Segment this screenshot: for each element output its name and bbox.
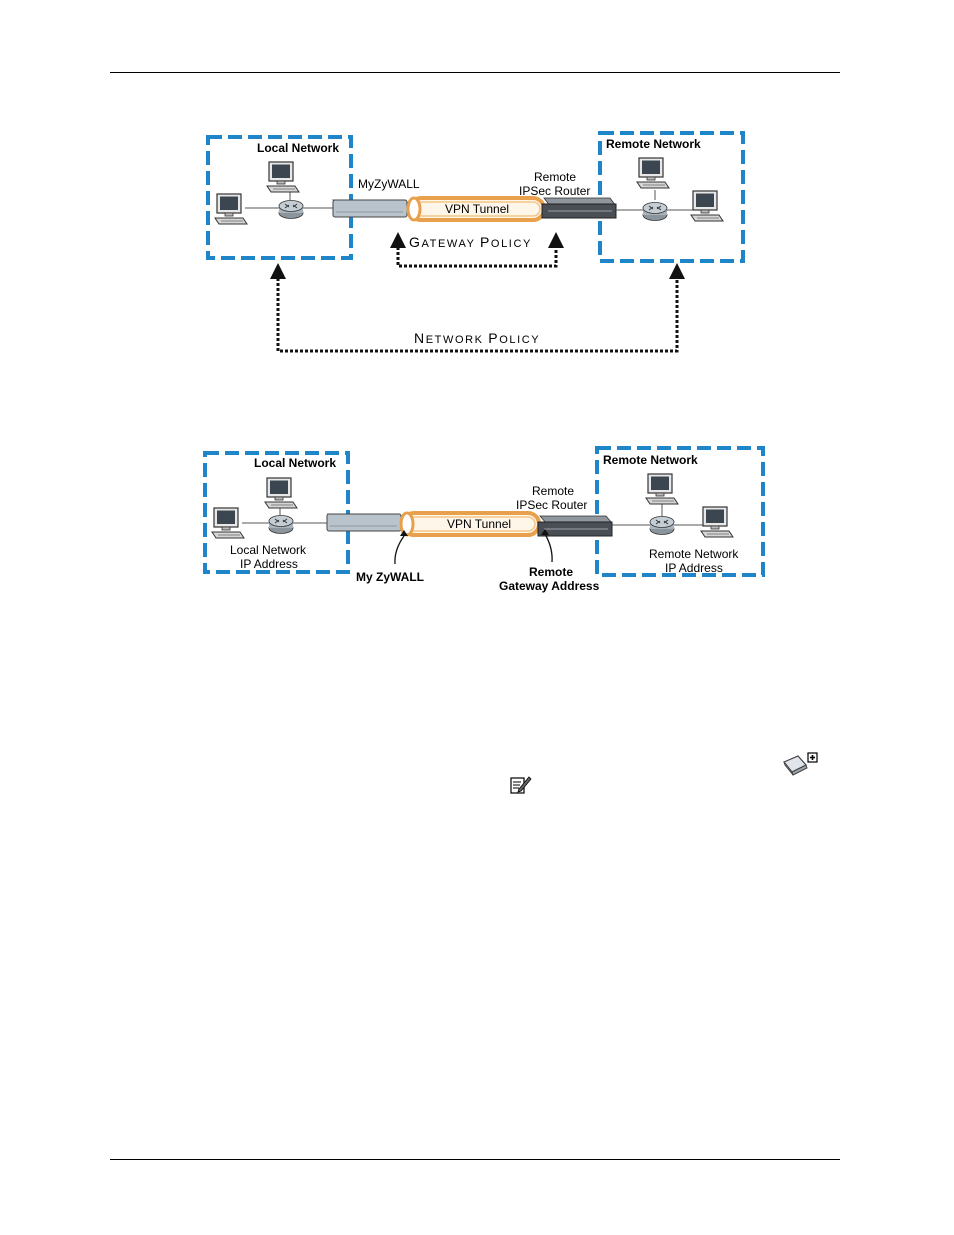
router-hub-icon [643,203,667,221]
my-zywall-label: My ZyWALL [356,570,424,584]
remote-ipsec-router-icon [542,198,616,218]
computer-icon [637,158,669,188]
computer-icon [646,474,678,504]
vpn-tunnel-label: VPN Tunnel [447,517,511,531]
remote-ip-label-line1: Remote Network [649,547,739,561]
local-network-label: Local Network [257,141,339,155]
remote-router-label-line2: IPSec Router [516,498,587,512]
my-zywall-label: MyZyWALL [358,177,420,191]
header-rule [110,72,840,73]
remote-gateway-pointer [545,534,552,562]
zywall-device-icon [327,514,401,531]
remote-gateway-label-line1: Remote [529,565,573,579]
remote-ip-label-line2: IP Address [665,561,723,575]
local-ip-label-line1: Local Network [230,543,307,557]
gateway-network-policy-diagram: Local Network Remote Network MyZyWALL VP… [0,120,954,370]
remote-network-label: Remote Network [603,453,698,467]
vpn-tunnel-label: VPN Tunnel [445,202,509,216]
computer-icon [267,162,299,192]
computer-icon [215,194,247,224]
local-ip-label-line2: IP Address [240,557,298,571]
router-hub-icon [269,516,293,534]
zywall-device-icon [333,200,407,217]
network-policy-label: NETWORK POLICY [414,330,540,346]
local-network-label: Local Network [254,456,336,470]
remote-router-label-line1: Remote [532,484,574,498]
add-gateway-policy-icon[interactable] [781,751,819,777]
remote-gateway-label-line2: Gateway Address [499,579,600,593]
computer-icon [212,508,244,538]
computer-icon [265,478,297,508]
computer-icon [691,191,723,221]
remote-router-label-line2: IPSec Router [519,184,590,198]
my-zywall-pointer [395,536,404,564]
gateway-policy-label: GATEWAY POLICY [409,234,532,250]
router-hub-icon [279,201,303,219]
remote-network-label: Remote Network [606,137,701,151]
router-hub-icon [650,517,674,535]
remote-router-label-line1: Remote [534,170,576,184]
remote-network-box [600,133,743,261]
footer-rule [110,1159,840,1160]
computer-icon [701,507,733,537]
vpn-address-diagram: Local Network Remote Network Local Netwo… [0,440,954,600]
edit-icon[interactable] [510,775,532,795]
remote-ipsec-router-icon [538,516,612,536]
